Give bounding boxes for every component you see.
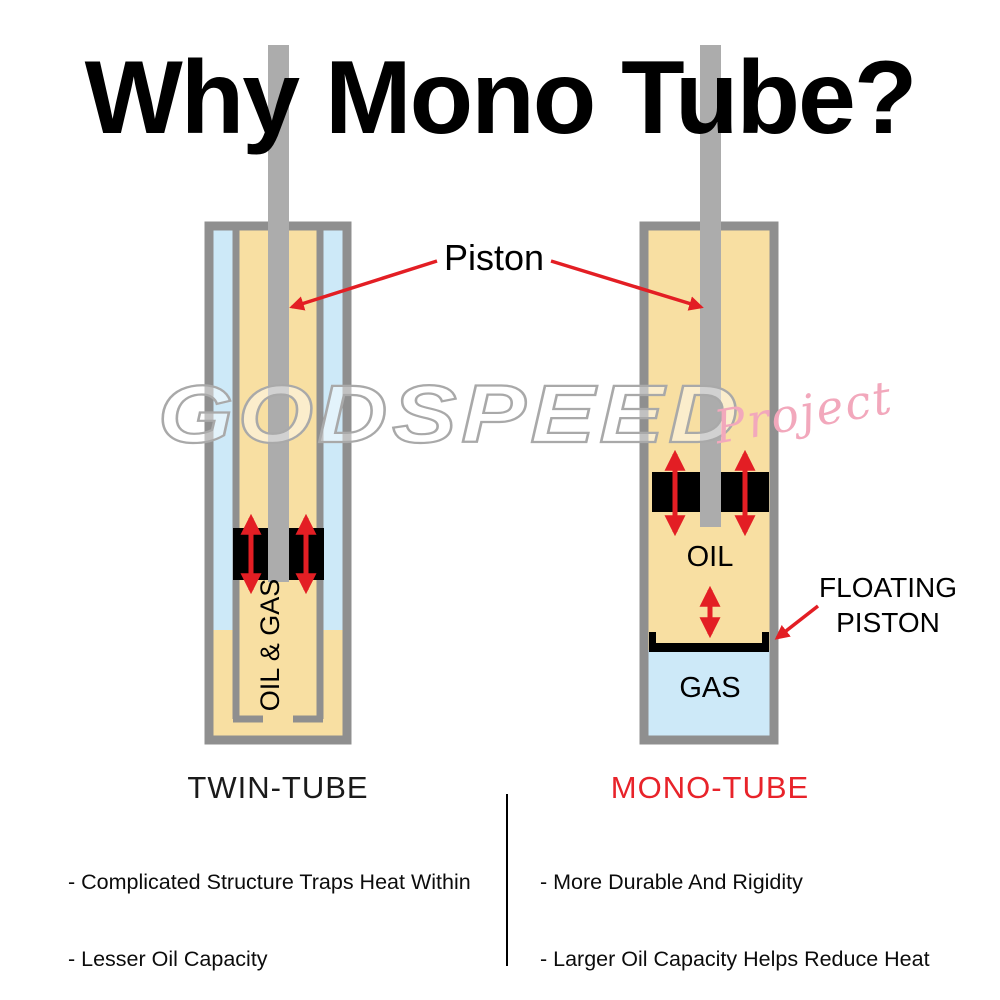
twin-tube-bullet-list: - Complicated Structure Traps Heat Withi…: [68, 818, 478, 1000]
mono-floating-piston-lip-left: [649, 632, 656, 652]
floating-piston-callout: FLOATING PISTON: [774, 572, 957, 640]
piston-callout: Piston: [289, 237, 704, 311]
mono-gas-label: GAS: [679, 672, 740, 704]
piston-arrow-to-twin: [289, 259, 438, 311]
mono-tube-assembly: OIL GAS: [639, 45, 779, 745]
shock-absorber-diagram: OIL & GAS OIL GAS: [157, 45, 957, 745]
twin-bullet-1: - Complicated Structure Traps Heat Withi…: [68, 869, 471, 894]
mono-gas-fill: [648, 650, 770, 738]
twin-tube-assembly: OIL & GAS: [204, 45, 352, 745]
mono-tube-heading: MONO-TUBE: [610, 770, 810, 805]
floating-piston-arrow: [774, 604, 820, 640]
watermark-brand-text: GODSPEED: [158, 369, 743, 460]
piston-arrow-to-mono: [550, 259, 704, 311]
mono-bullet-1: - More Durable And Rigidity: [540, 869, 803, 894]
watermark: GODSPEED Project: [157, 368, 897, 461]
floating-piston-label-line1: FLOATING: [819, 572, 957, 603]
twin-tube-heading: TWIN-TUBE: [187, 770, 369, 805]
twin-bullet-2: - Lesser Oil Capacity: [68, 946, 268, 971]
piston-callout-label: Piston: [444, 237, 544, 278]
mono-bullet-2: - Larger Oil Capacity Helps Reduce Heat: [540, 946, 930, 971]
floating-piston-label-line2: PISTON: [836, 607, 940, 638]
mono-tube-bullet-list: - More Durable And Rigidity - Larger Oil…: [540, 818, 930, 1000]
twin-piston-rod: [268, 45, 289, 582]
mono-oil-label: OIL: [687, 541, 734, 573]
vertical-divider: [506, 794, 508, 966]
mono-floating-piston-bar: [649, 643, 769, 652]
page-title: Why Mono Tube?: [84, 40, 918, 156]
mono-floating-piston-lip-right: [762, 632, 769, 652]
twin-oil-gas-label: OIL & GAS: [255, 579, 285, 712]
mono-piston-rod: [700, 45, 721, 527]
